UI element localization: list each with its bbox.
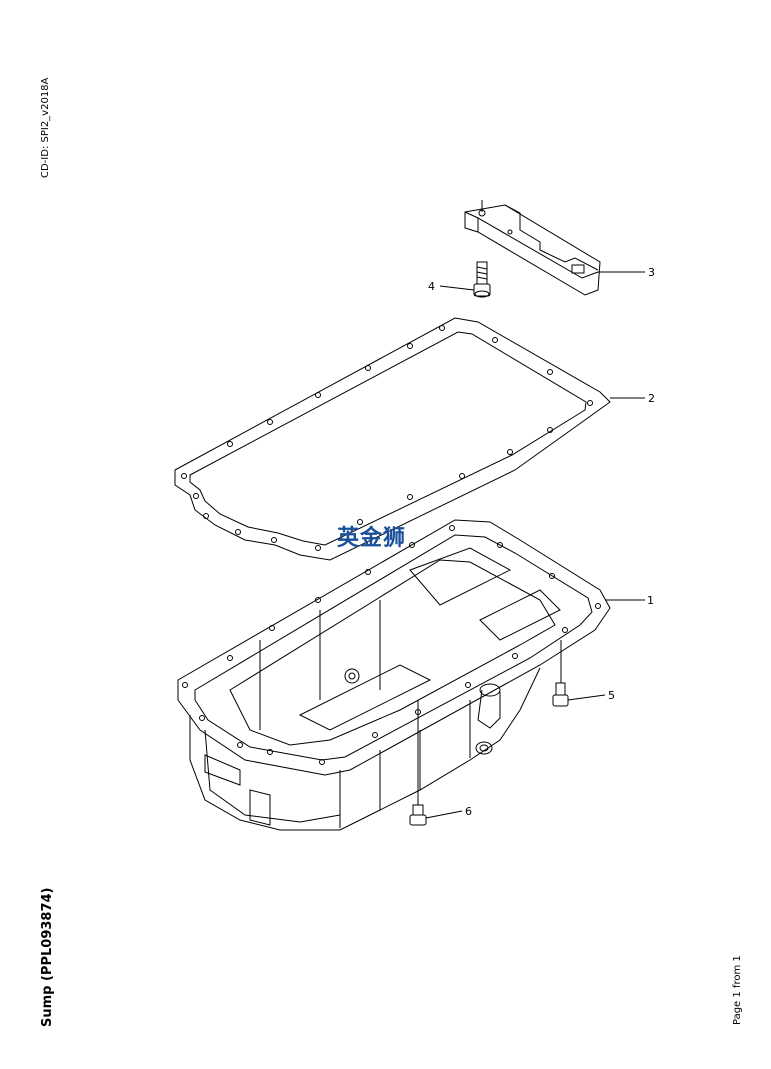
callout-2: 2 [648,392,655,405]
callout-1: 1 [647,594,654,607]
part-gasket [174,317,611,561]
gasket-bolt-holes [181,325,593,551]
callout-5: 5 [608,689,615,702]
part-baffle-bracket [464,200,601,296]
part-oil-pan [177,519,611,831]
part-bolt-4 [473,261,491,298]
callout-3: 3 [648,266,655,279]
leader-lines [425,271,645,819]
part-drain-plug [409,700,427,826]
pan-bolt-holes [182,525,601,765]
watermark-logo: 英金狮 [337,526,407,551]
callout-4: 4 [428,280,435,293]
callout-6: 6 [465,805,472,818]
part-bolt-5 [552,640,569,707]
